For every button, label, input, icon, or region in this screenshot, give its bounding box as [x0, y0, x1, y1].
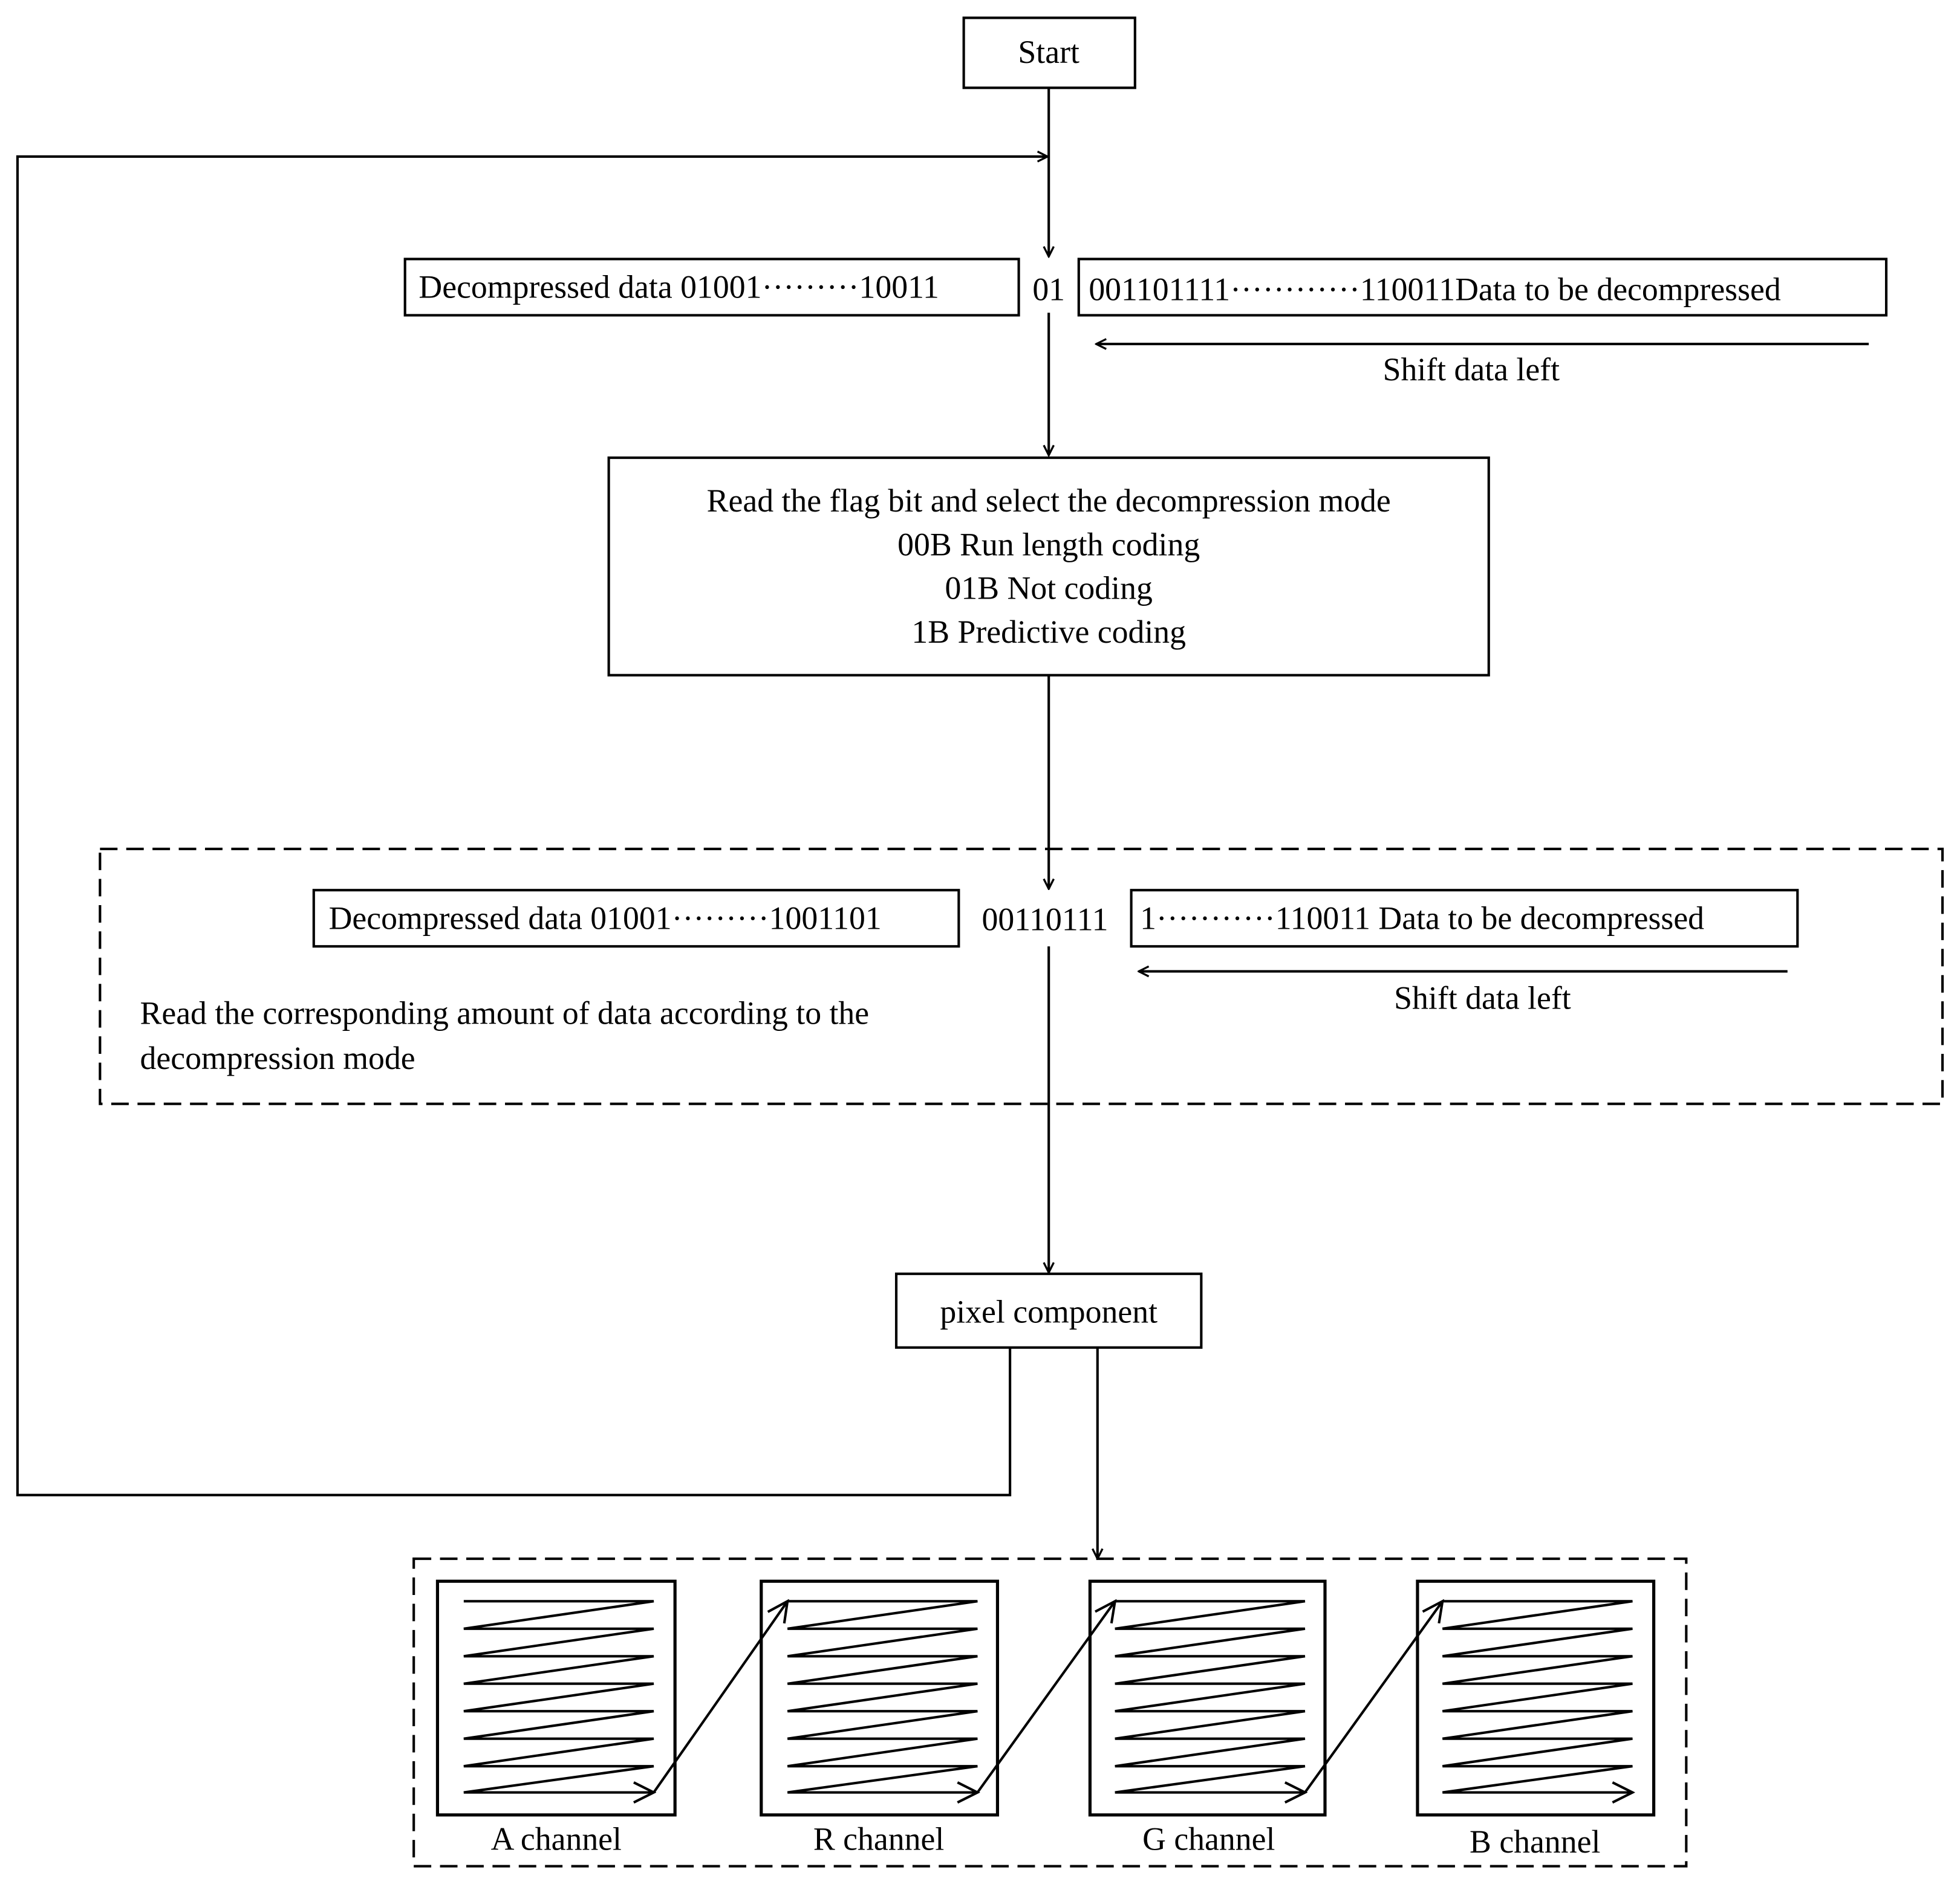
- start-label: Start: [1018, 34, 1079, 70]
- channel-a-label: A channel: [491, 1821, 622, 1857]
- row2-read-bits: 00110111: [982, 901, 1108, 937]
- read-data-group: [99, 847, 1944, 1105]
- row2-to-decompress-box: [1130, 889, 1799, 948]
- channel-g-label: G channel: [1142, 1821, 1275, 1857]
- mode-line-1: Read the flag bit and select the decompr…: [707, 482, 1391, 519]
- mode-line-2: 00B Run length coding: [897, 526, 1200, 562]
- channel-b-box: [1416, 1579, 1656, 1817]
- channel-r-label: R channel: [813, 1821, 944, 1857]
- row1-to-decompress-text: 001101111············110011Data to be de…: [1089, 271, 1781, 308]
- row1-shift-label: Shift data left: [1383, 351, 1560, 388]
- loop-back-line: [16, 157, 1047, 1496]
- pixel-component-box: [894, 1272, 1203, 1349]
- channel-g-box: [1088, 1579, 1327, 1817]
- channels-group: [412, 1557, 1688, 1868]
- link-a-to-r: [653, 1601, 787, 1793]
- zigzag-g: [1115, 1600, 1305, 1792]
- zigzag-a: [463, 1600, 654, 1792]
- link-g-to-b: [1304, 1601, 1442, 1793]
- row1-decompressed-text: Decompressed data 01001·········10011: [418, 268, 939, 305]
- row1-to-decompress-box: [1077, 258, 1888, 317]
- channel-r-box: [760, 1579, 1000, 1817]
- zigzag-r: [787, 1600, 977, 1792]
- link-r-to-g: [976, 1601, 1115, 1793]
- row2-to-decompress-text: 1···········110011 Data to be decompress…: [1140, 900, 1704, 936]
- mode-line-3: 01B Not coding: [945, 570, 1153, 606]
- mode-select-box: [607, 456, 1490, 677]
- channel-b-label: B channel: [1470, 1824, 1600, 1860]
- row2-shift-label: Shift data left: [1394, 980, 1571, 1016]
- zigzag-b: [1442, 1600, 1632, 1792]
- row1-flag-bits: 01: [1032, 271, 1065, 308]
- row2-decompressed-text: Decompressed data 01001·········1001101: [329, 900, 882, 936]
- row2-decompressed-box: [312, 889, 960, 948]
- channel-a-box: [435, 1579, 677, 1817]
- pixel-component-label: pixel component: [940, 1293, 1157, 1330]
- row2-note-line-1: Read the corresponding amount of data ac…: [140, 995, 870, 1031]
- mode-line-4: 1B Predictive coding: [911, 614, 1186, 650]
- row1-decompressed-box: [403, 258, 1020, 317]
- channel-boxes: [435, 1579, 1656, 1817]
- row2-note-line-2: decompression mode: [140, 1040, 415, 1076]
